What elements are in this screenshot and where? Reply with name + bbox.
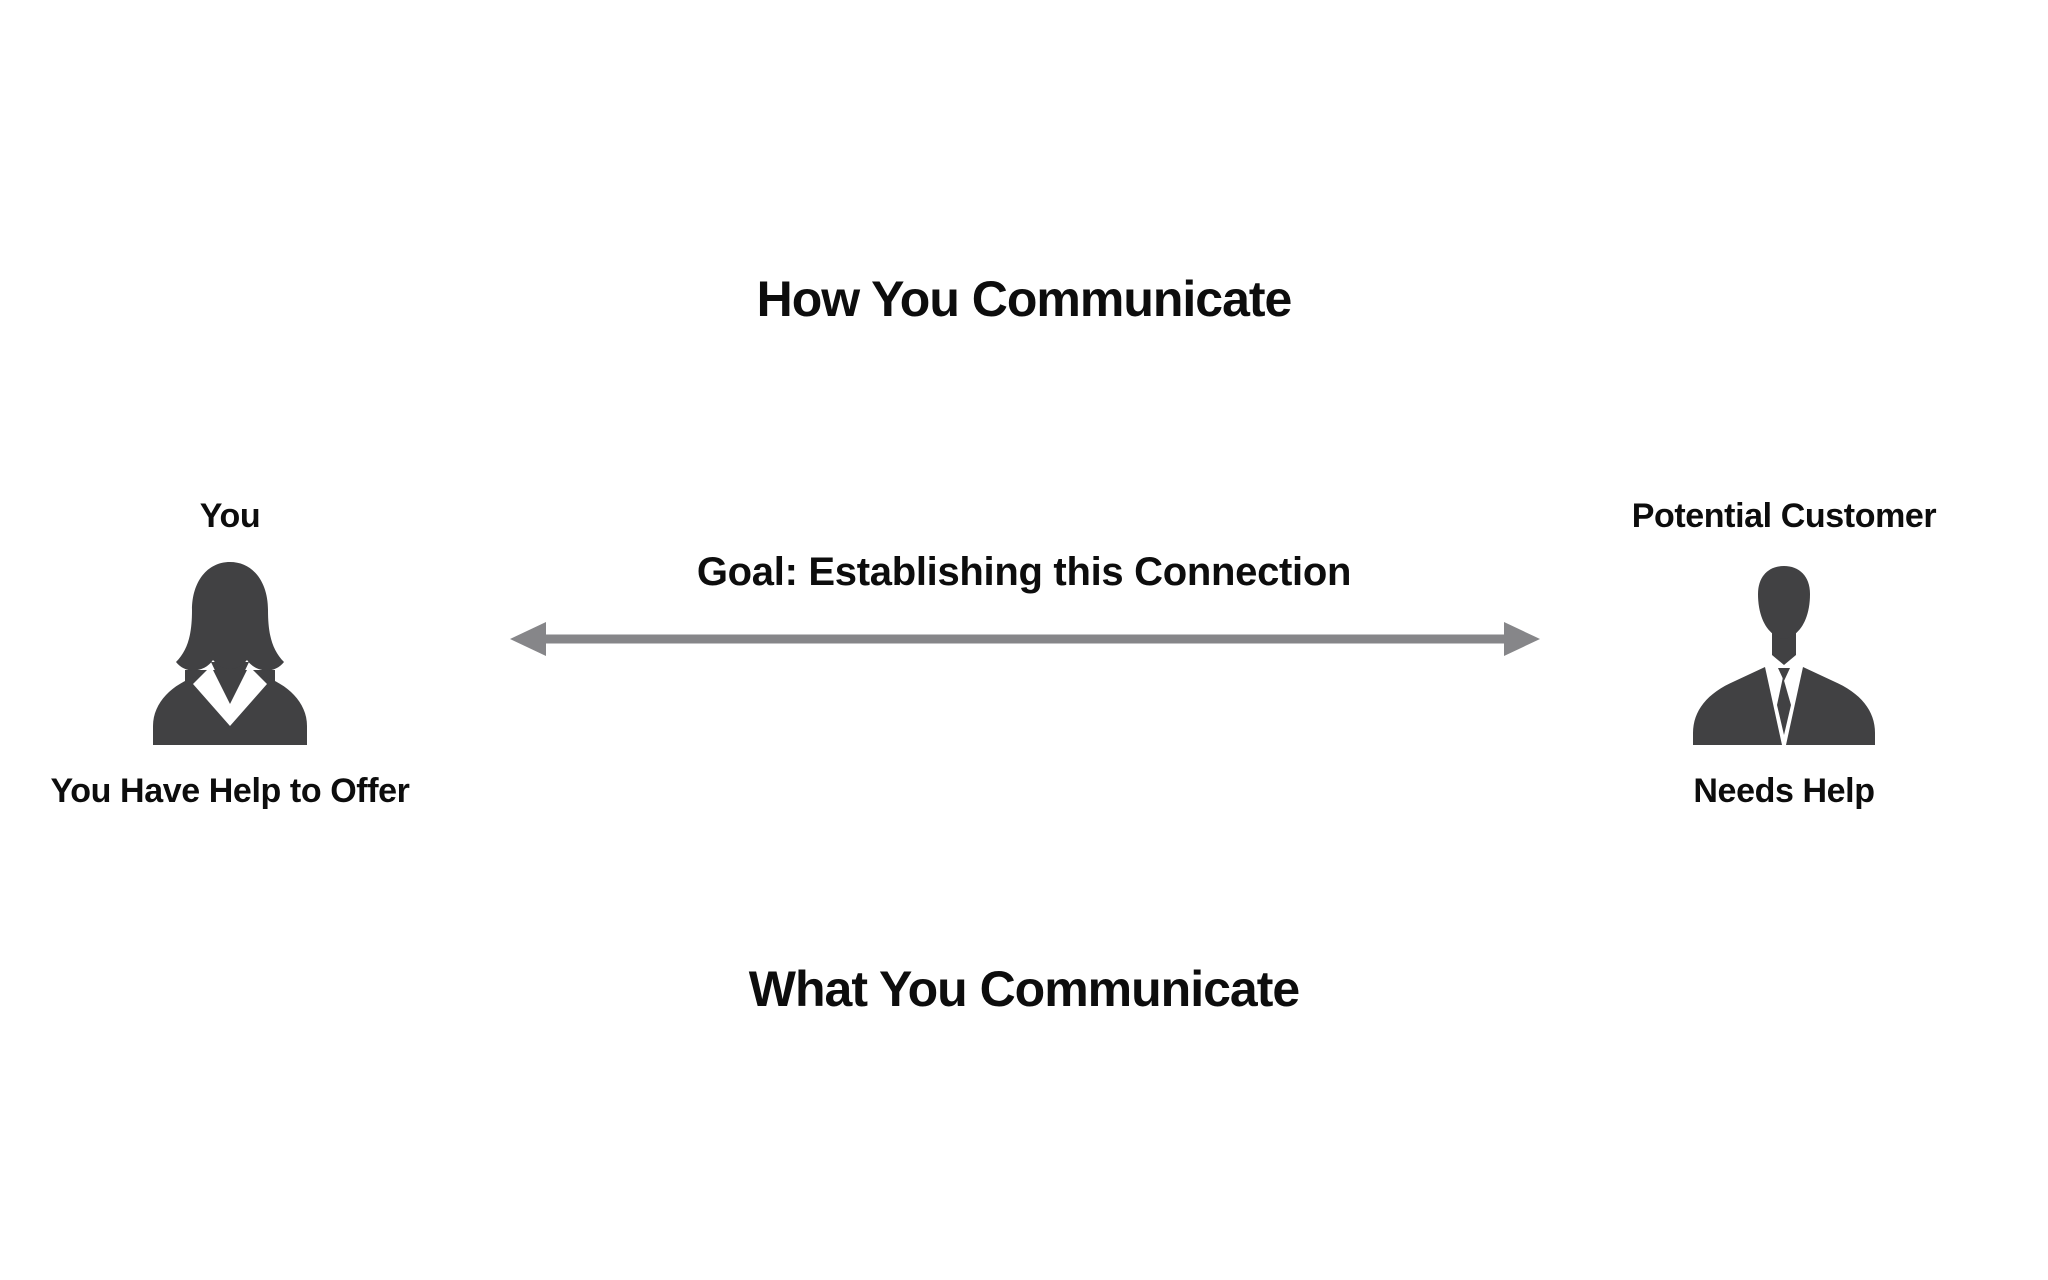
businesswoman-silhouette-icon xyxy=(153,562,307,745)
goal-label: Goal: Establishing this Connection xyxy=(696,550,1352,594)
left-person-label: You xyxy=(199,497,261,535)
top-title: How You Communicate xyxy=(756,271,1293,327)
bottom-title: What You Communicate xyxy=(748,961,1300,1017)
right-person-caption: Needs Help xyxy=(1693,772,1875,810)
connection-arrow xyxy=(505,614,1545,664)
left-person-caption: You Have Help to Offer xyxy=(50,772,410,810)
businessman-silhouette-icon xyxy=(1693,566,1875,745)
right-person-group: Potential Customer Needs Help xyxy=(1574,499,1994,808)
double-headed-horizontal-arrow-icon xyxy=(510,622,1540,656)
right-person-label: Potential Customer xyxy=(1631,497,1937,535)
left-person-group: You You Have Help to Offer xyxy=(20,499,440,808)
